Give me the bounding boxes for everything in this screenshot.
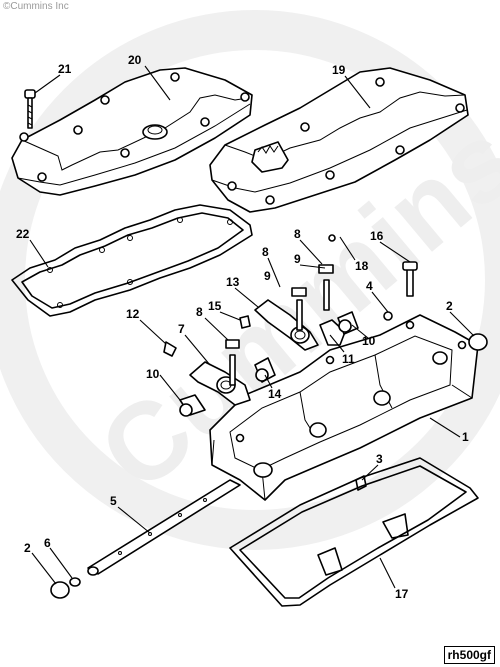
callout-20: 20: [128, 53, 142, 67]
callout-9b: 9: [264, 269, 271, 283]
callout-10a: 10: [146, 367, 160, 381]
callout-8b: 8: [262, 245, 269, 259]
callout-10b: 10: [362, 334, 376, 348]
callout-18: 18: [355, 259, 369, 273]
callout-8c: 8: [196, 305, 203, 319]
left-valve-cover[interactable]: [11, 67, 253, 196]
leader-lines: [29, 65, 475, 589]
figure-id-label: rh500gf: [443, 646, 495, 664]
right-valve-cover[interactable]: [209, 67, 469, 213]
callout-15: 15: [208, 299, 222, 313]
callout-13: 13: [226, 275, 240, 289]
oil-supply-tube[interactable]: [87, 479, 241, 576]
callout-14: 14: [268, 387, 282, 401]
callout-4: 4: [366, 279, 373, 293]
tube-end-plugs[interactable]: [50, 577, 81, 599]
callout-1: 1: [462, 430, 469, 444]
callout-21: 21: [58, 62, 72, 76]
callout-6: 6: [44, 536, 51, 550]
callout-7: 7: [178, 322, 185, 336]
valve-cover-bolt[interactable]: [24, 89, 36, 129]
callout-19: 19: [332, 63, 346, 77]
rocker-housing[interactable]: [209, 314, 479, 501]
callout-9a: 9: [294, 252, 301, 266]
housing-gasket[interactable]: [229, 457, 479, 607]
callout-17: 17: [395, 587, 409, 601]
adjusting-screws[interactable]: [225, 264, 334, 386]
callout-11: 11: [342, 352, 355, 366]
callouts: 21 20 19 22 8 9 18 16 8 9 13 4 2 15 12 8…: [16, 53, 469, 601]
left-cover-gasket[interactable]: [11, 204, 253, 317]
callout-12: 12: [126, 307, 140, 321]
rocker-shafts[interactable]: [179, 311, 359, 417]
copyright-text: ©Cummins Inc: [3, 1, 69, 12]
callout-2a: 2: [446, 299, 453, 313]
callout-8a: 8: [294, 227, 301, 241]
callout-22: 22: [16, 227, 30, 241]
callout-16: 16: [370, 229, 384, 243]
callout-3: 3: [376, 452, 383, 466]
callout-2b: 2: [24, 541, 31, 555]
callout-5: 5: [110, 494, 117, 508]
